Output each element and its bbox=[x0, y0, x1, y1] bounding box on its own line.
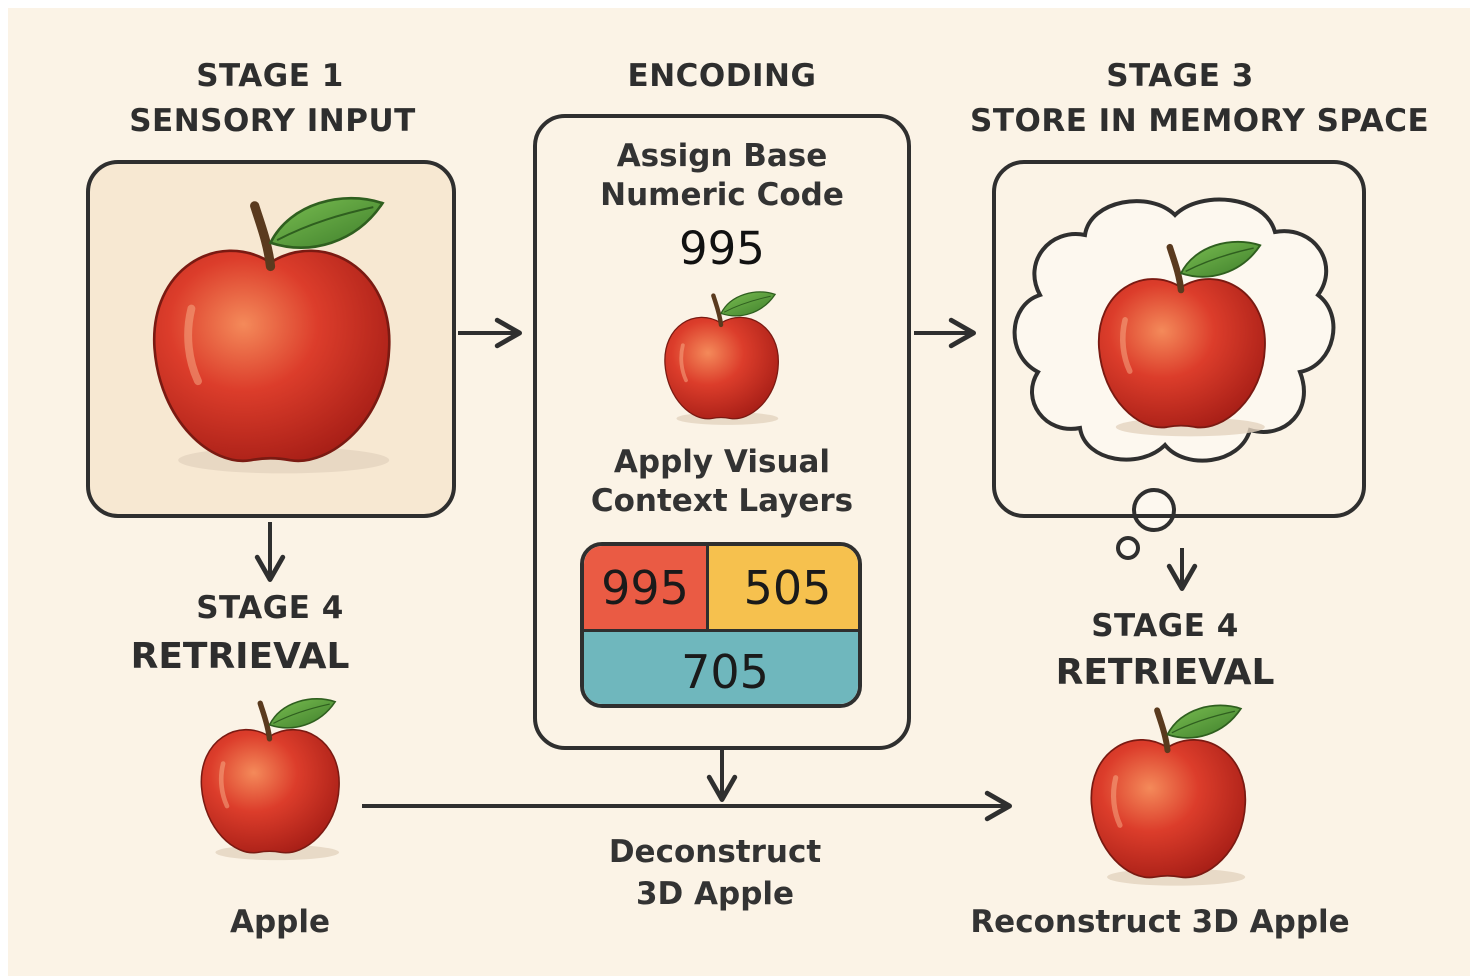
context-layers-table: 995 505 705 bbox=[580, 542, 862, 708]
apple-icon bbox=[1086, 236, 1276, 441]
stage4-right-title: RETRIEVAL bbox=[1055, 652, 1275, 693]
stage4-left-label: STAGE 4 bbox=[196, 590, 344, 626]
encoding-heading: ENCODING bbox=[627, 58, 817, 94]
encoding-box bbox=[533, 114, 911, 750]
right-strip bbox=[1470, 0, 1478, 976]
deconstruct-line1: Deconstruct bbox=[608, 834, 822, 870]
deconstruct-line2: 3D Apple bbox=[635, 876, 795, 912]
assign-code-line1: Assign Base bbox=[616, 138, 828, 174]
thought-bubble-icon bbox=[1132, 488, 1176, 532]
stage4-left-title: RETRIEVAL bbox=[130, 636, 350, 677]
reconstruct-caption: Reconstruct 3D Apple bbox=[970, 904, 1350, 940]
memory-space-box bbox=[992, 160, 1366, 518]
stage4-right-label: STAGE 4 bbox=[1091, 608, 1239, 644]
stage1-title: SENSORY INPUT bbox=[129, 103, 416, 139]
apple-caption: Apple bbox=[229, 904, 331, 940]
layer-blue-cell: 705 bbox=[584, 632, 858, 704]
visual-context-line1: Apply Visual bbox=[613, 444, 831, 480]
stage1-label: STAGE 1 bbox=[196, 58, 344, 94]
base-code-value: 995 bbox=[679, 222, 765, 275]
thought-bubble-icon bbox=[1116, 536, 1140, 560]
layer-yellow-cell: 505 bbox=[709, 546, 858, 632]
visual-context-line2: Context Layers bbox=[590, 483, 854, 519]
top-strip bbox=[0, 0, 1478, 8]
stage3-label: STAGE 3 bbox=[1106, 58, 1254, 94]
stage3-title: STORE IN MEMORY SPACE bbox=[970, 103, 1430, 139]
apple-icon bbox=[192, 694, 347, 864]
layer-red-cell: 995 bbox=[584, 546, 709, 632]
left-strip bbox=[0, 0, 8, 976]
apple-icon bbox=[138, 190, 403, 480]
apple-icon bbox=[656, 288, 786, 428]
assign-code-line2: Numeric Code bbox=[600, 177, 844, 213]
apple-icon bbox=[1080, 700, 1255, 890]
